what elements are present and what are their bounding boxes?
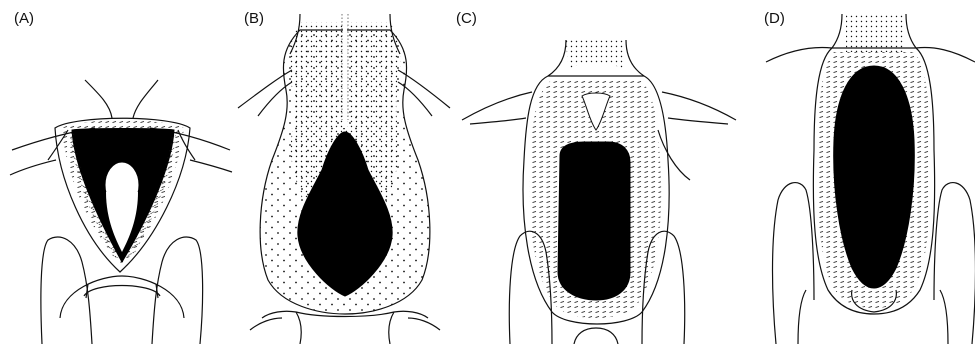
panel-c-wing-left-2	[470, 118, 526, 124]
panel-a-neck-right-line	[133, 80, 158, 118]
panel-c-wing-right-2	[668, 118, 728, 124]
panel-b-leg-right-2	[408, 318, 440, 330]
panel-b-leg-right	[389, 311, 428, 344]
panel-c-shoulder-right	[658, 130, 690, 180]
panel-d-leg-left-2	[798, 290, 806, 344]
panel-c-head-right	[626, 40, 644, 76]
panel-a-belly-arc-outer	[60, 276, 184, 318]
panel-d-head-right	[906, 14, 916, 48]
panel-a-belly-arc-inner	[84, 286, 160, 297]
panel-c-wing-right	[662, 92, 736, 120]
panel-d-head-left	[832, 14, 842, 48]
panel-c-leg-right	[642, 231, 685, 344]
panel-d-wing-right	[916, 48, 975, 62]
panel-c-throat-stipple	[566, 40, 626, 70]
panel-b-leg-left-2	[250, 318, 282, 330]
panel-a-wing-left-lower	[10, 160, 56, 175]
panel-b-drawing	[238, 14, 450, 344]
panel-c-dark-patch	[558, 142, 630, 300]
panel-c-wing-left	[462, 92, 532, 120]
panel-c-drawing	[462, 40, 736, 344]
panel-a-drawing	[10, 80, 232, 344]
panel-a-neck-left-line	[85, 80, 112, 118]
panel-a-wing-right-lower	[190, 160, 232, 172]
panel-a-leg-left	[41, 237, 92, 344]
panel-a-leg-right	[152, 237, 203, 344]
panel-c-head-left	[548, 40, 566, 76]
panel-d-throat-stipple	[846, 14, 904, 52]
panel-d-drawing	[766, 14, 975, 344]
panel-d-leg-right-2	[940, 290, 948, 344]
panel-d-wing-left	[766, 48, 832, 62]
panel-d-leg-left	[773, 183, 815, 344]
panel-b-leg-left	[262, 311, 301, 344]
panel-d-leg-right	[934, 183, 975, 344]
panel-c-vent	[574, 328, 618, 344]
